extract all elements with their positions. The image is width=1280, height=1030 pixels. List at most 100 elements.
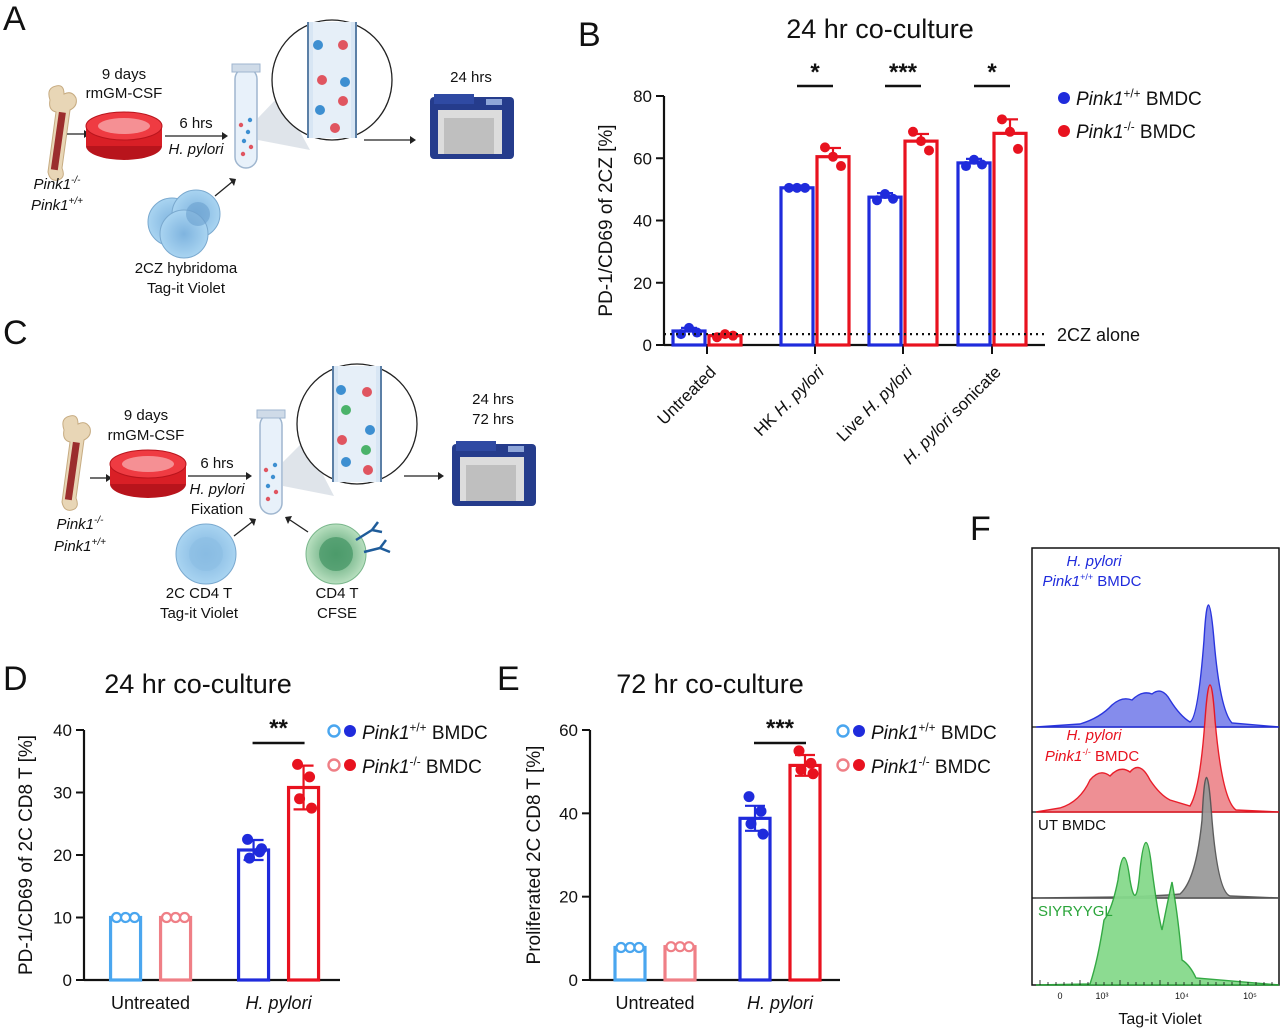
cells-a-label-2: Tag-it Violet [160, 605, 239, 622]
label-part: Untreated [654, 362, 720, 428]
stim-step: Fixation [191, 501, 244, 518]
legend-sup: -/- [1124, 120, 1135, 133]
data-point [692, 327, 702, 338]
legend-rest: BMDC [1141, 89, 1202, 110]
legend-marker-open [836, 758, 850, 772]
bar [992, 131, 1028, 347]
data-point [128, 911, 141, 924]
significance-label: *** [889, 59, 918, 86]
stim-agent: H. pylori [189, 481, 245, 498]
legend-rest: BMDC [427, 723, 488, 744]
chart-title: 72 hr co-culture [616, 669, 804, 699]
bar [956, 161, 992, 347]
histogram [1035, 684, 1280, 813]
legend-rest: BMDC [421, 757, 482, 778]
culture-factor: rmGM-CSF [86, 85, 163, 102]
data-point [615, 941, 627, 954]
cells-b-label-2: CFSE [317, 605, 357, 622]
genotype-1: Pink1-/- [57, 515, 105, 533]
data-point [836, 161, 846, 172]
legend-rest: BMDC [936, 723, 997, 744]
significance-label: *** [766, 715, 795, 742]
legend-marker-open [327, 758, 341, 772]
x-tick-label: 10⁵ [1243, 991, 1257, 1001]
stim-time: 6 hrs [200, 455, 233, 472]
y-tick-label: 60 [633, 149, 652, 168]
legend-label: Pink1-/- BMDC [362, 755, 482, 778]
y-tick-label: 40 [53, 721, 72, 740]
cells-b-label-1: CD4 T [315, 585, 358, 602]
y-tick-label: 0 [643, 336, 652, 355]
y-tick-label: 20 [53, 846, 72, 865]
data-point [244, 852, 256, 864]
y-tick-label: 40 [633, 212, 652, 231]
legend-sup: +/+ [1124, 87, 1141, 100]
legend-marker [1058, 125, 1070, 137]
hybridoma-cells-icon [147, 189, 221, 259]
legend-sup: +/+ [919, 721, 936, 734]
track-label: SIYRYYGL [1038, 903, 1113, 920]
data-point [792, 182, 802, 193]
schematic-c: 9 days rmGM-CSF 6 hrs H. pylori Fixation… [54, 363, 536, 622]
chart-title: 24 hr co-culture [786, 14, 974, 44]
bar [236, 848, 271, 982]
bar [108, 915, 143, 982]
track-label: H. pylori [1066, 553, 1122, 570]
y-tick-label: 40 [559, 804, 578, 823]
label-sup: +/+ [1080, 572, 1093, 582]
flow-cytometer-icon [430, 94, 514, 159]
y-tick-label: 0 [569, 971, 578, 990]
magnified-tube-icon [271, 19, 393, 141]
y-tick-label: 0 [63, 971, 72, 990]
data-point [745, 818, 757, 830]
data-point [676, 329, 686, 340]
x-tick-label: H. pylori [747, 993, 814, 1013]
genotype-1: Pink1-/- [34, 175, 82, 193]
label-italic: H. pylori [770, 362, 828, 420]
y-tick-label: 80 [633, 87, 652, 106]
significance-label: * [810, 59, 820, 86]
x-tick-label: HK H. pylori [750, 362, 828, 440]
cells-label-2: Tag-it Violet [147, 280, 226, 297]
legend-marker-open [327, 724, 341, 738]
data-point [256, 843, 268, 855]
bar [815, 155, 851, 347]
legend-italic: Pink1 [871, 723, 919, 744]
label-rest: BMDC [1091, 748, 1140, 765]
legend-label: Pink1-/- BMDC [871, 755, 991, 778]
data-point [757, 828, 769, 840]
magnified-tube-icon [296, 363, 418, 485]
label-italic: H. pylori [899, 410, 957, 468]
legend-label: Pink1+/+ BMDC [362, 721, 488, 744]
data-point [880, 189, 890, 200]
significance-label: * [987, 59, 997, 86]
data-point [743, 791, 755, 803]
flow-cytometer-icon [452, 441, 536, 506]
legend-sup: +/+ [410, 721, 427, 734]
culture-factor: rmGM-CSF [108, 427, 185, 444]
data-point [674, 941, 686, 953]
readout-time: 24 hrs [450, 69, 492, 86]
data-point [242, 833, 254, 845]
panel-letter-f: F [970, 510, 991, 548]
legend-sup: -/- [410, 755, 421, 768]
y-axis-label: PD-1/CD69 of 2CZ [%] [596, 124, 617, 316]
x-tick-label: Untreated [111, 993, 190, 1013]
data-point [795, 764, 807, 776]
data-point [828, 151, 838, 162]
track-label: UT BMDC [1038, 817, 1106, 834]
data-point [294, 793, 306, 805]
track-label: Pink1+/+ BMDC [1043, 572, 1142, 590]
bar [158, 915, 193, 982]
readout-time-2: 72 hrs [472, 411, 514, 428]
data-point [304, 771, 316, 783]
data-point [800, 182, 810, 193]
data-point [807, 768, 819, 780]
bar [286, 785, 321, 982]
stim-agent: H. pylori [168, 141, 224, 158]
culture-days: 9 days [102, 66, 146, 83]
data-point [872, 195, 882, 206]
